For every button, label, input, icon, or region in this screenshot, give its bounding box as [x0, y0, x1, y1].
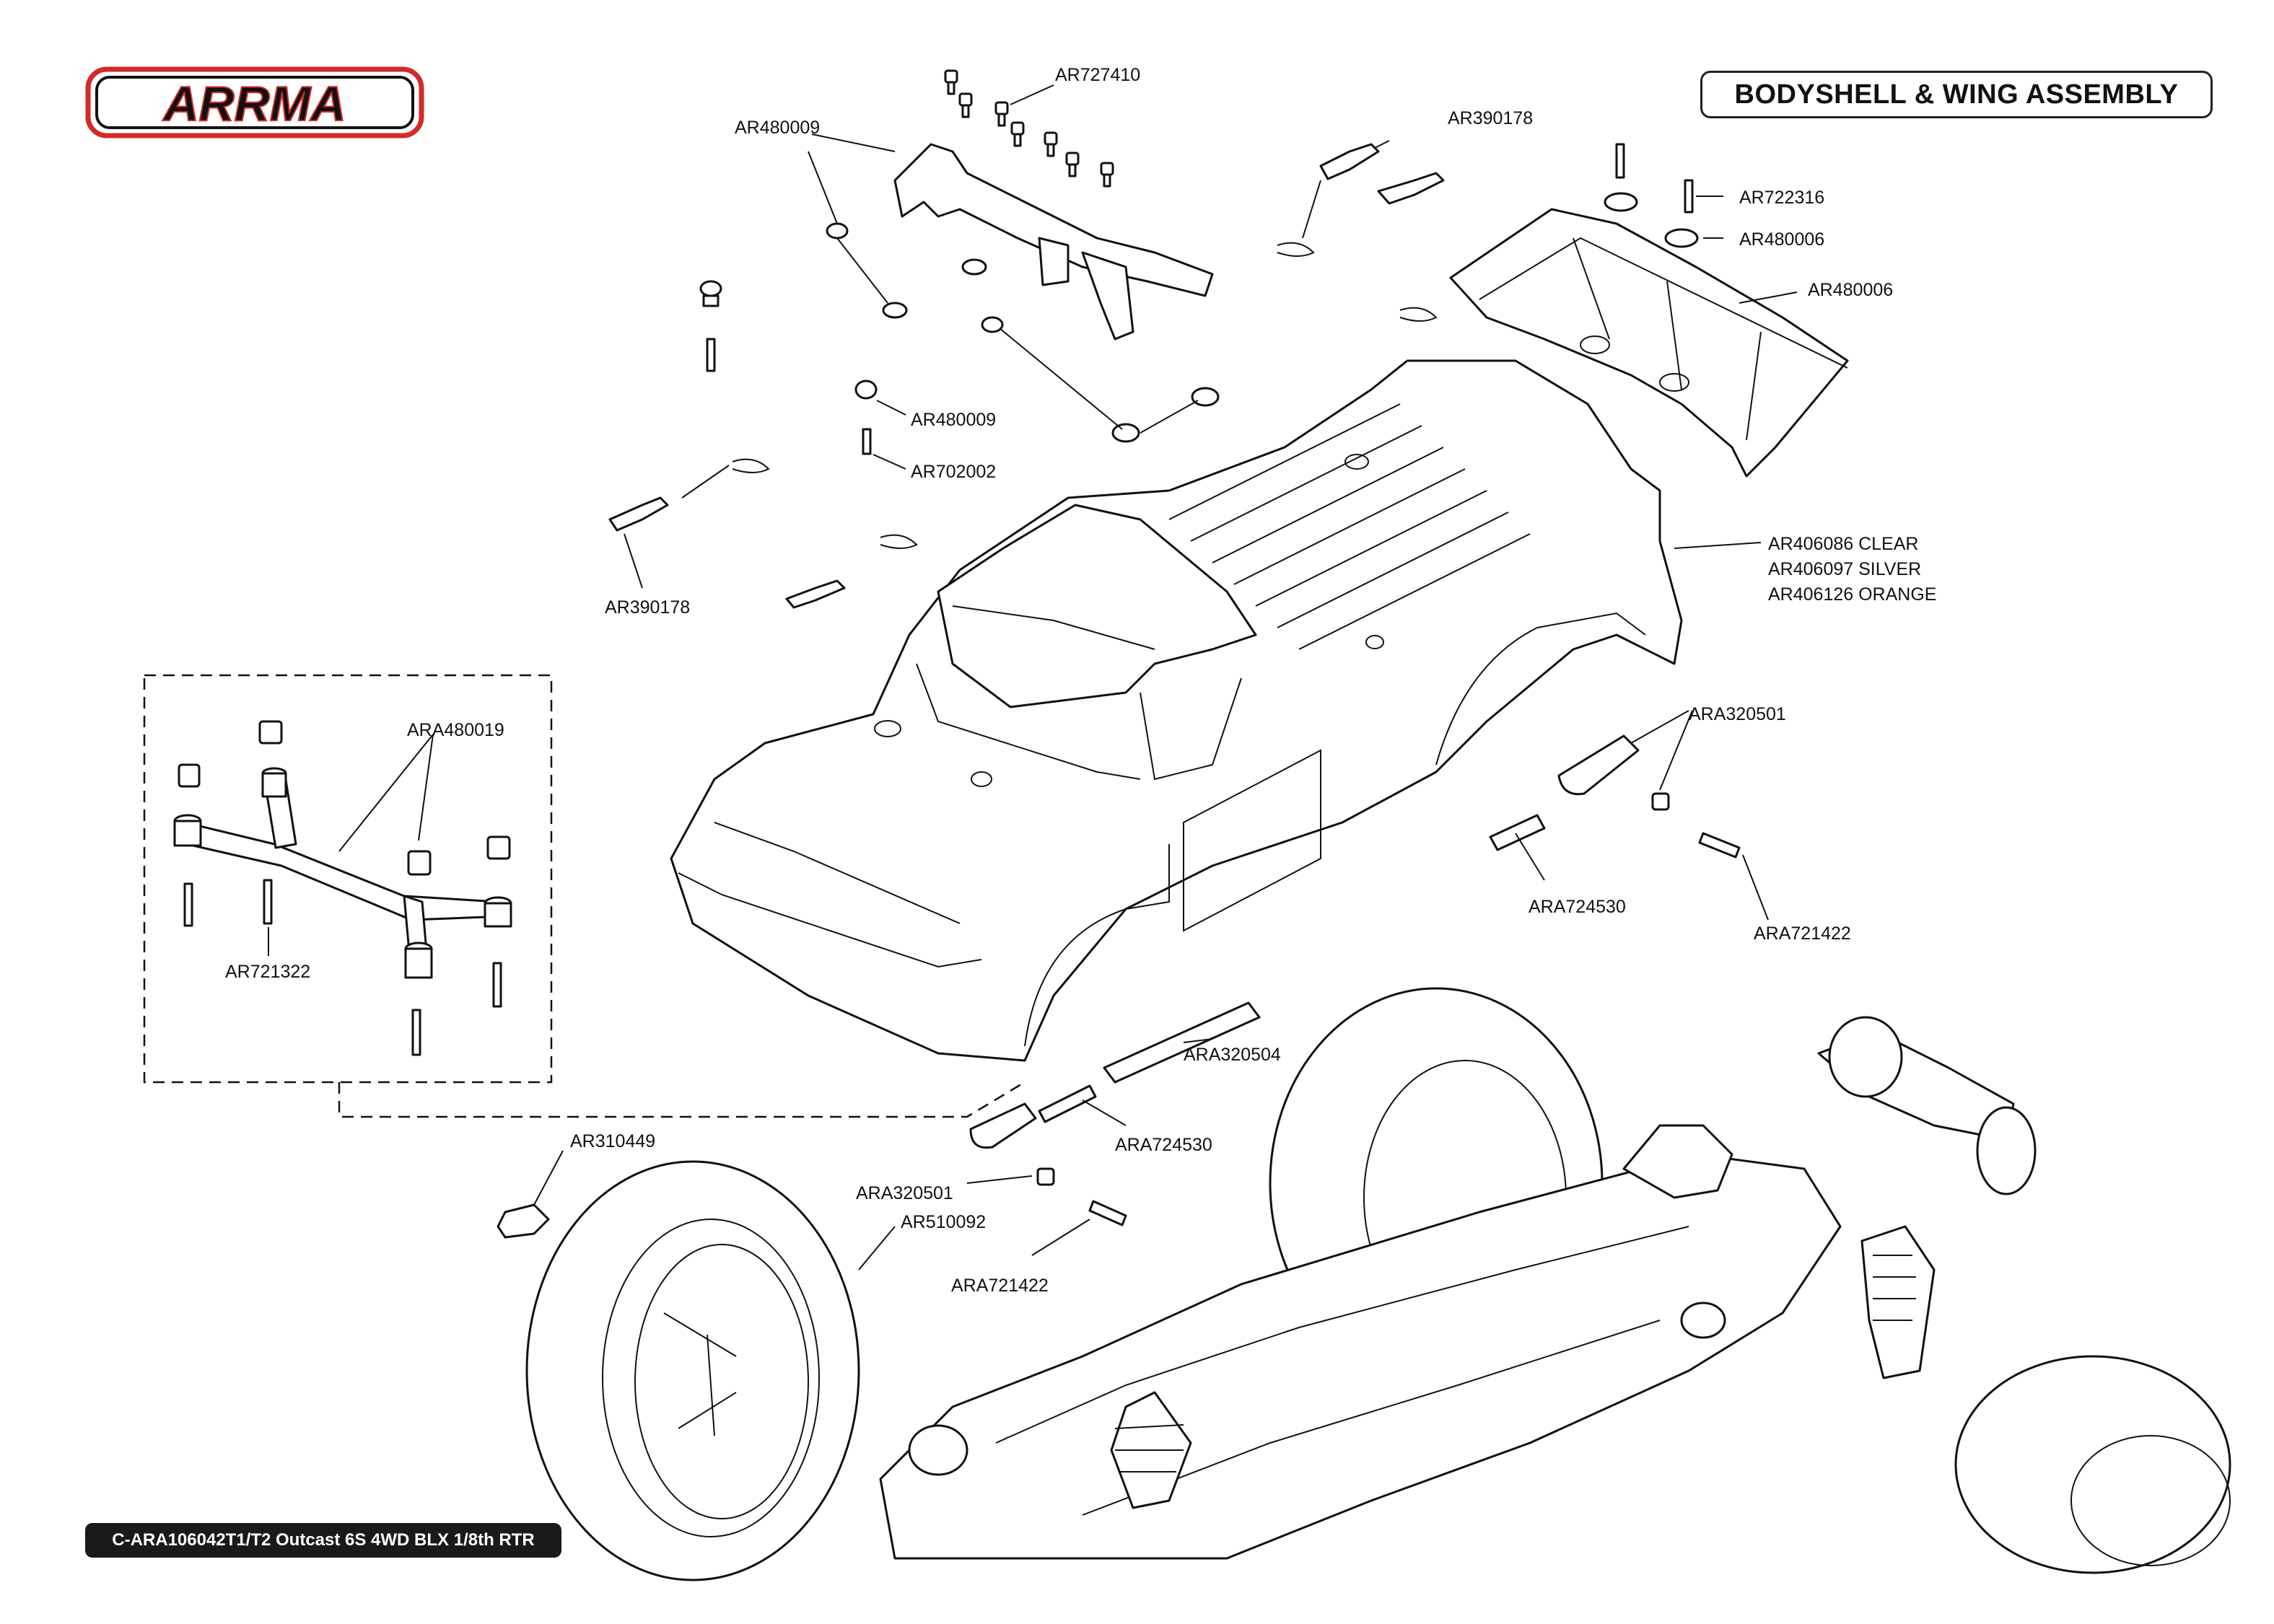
body-mount-inset	[143, 674, 1026, 1118]
label-ara320504: ARA320504	[1184, 1045, 1281, 1065]
label-ar310449: AR310449	[570, 1131, 655, 1151]
label-ar390178-top: AR390178	[1448, 108, 1533, 128]
page-title: BODYSHELL & WING ASSEMBLY	[1700, 71, 2213, 118]
label-ara320501-right: ARA320501	[1689, 704, 1786, 724]
label-ar480009-top: AR480009	[735, 118, 820, 138]
wheel-front-left	[497, 1150, 896, 1581]
chassis	[879, 987, 2231, 1574]
body-mount-rods	[966, 710, 1769, 1256]
label-ar480009-mid: AR480009	[911, 410, 996, 430]
rear-rack	[808, 69, 1220, 443]
label-body-orange: AR406126 ORANGE	[1768, 584, 1936, 605]
screw-set	[944, 69, 1114, 188]
label-ar390178-left: AR390178	[605, 597, 690, 618]
label-ar721322: AR721322	[225, 962, 310, 982]
body-shell	[670, 359, 1683, 1062]
label-ara724530-right: ARA724530	[1529, 897, 1626, 917]
label-ar510092: AR510092	[901, 1212, 986, 1232]
body-post	[699, 280, 906, 470]
label-ara721422-left: ARA721422	[951, 1276, 1049, 1296]
arrma-logo: ARRMA	[85, 66, 424, 139]
part-labels: AR727410 AR480009 AR390178 AR722316 AR48…	[225, 65, 1936, 1296]
label-ar480006-b: AR480006	[1808, 280, 1893, 300]
rear-wing	[1449, 143, 1849, 478]
label-ar727410: AR727410	[1055, 65, 1140, 85]
label-ara320501-left: ARA320501	[856, 1183, 953, 1203]
label-ara724530-left: ARA724530	[1115, 1135, 1212, 1155]
label-ara721422-right: ARA721422	[1754, 923, 1851, 944]
label-ar702002: AR702002	[911, 462, 996, 482]
label-body-silver: AR406097 SILVER	[1768, 559, 1921, 579]
label-body-clear: AR406086 CLEAR	[1768, 534, 1918, 554]
logo-wordmark: ARRMA	[162, 76, 346, 131]
label-ara480019: ARA480019	[407, 720, 504, 740]
model-footer: C-ARA106042T1/T2 Outcast 6S 4WD BLX 1/8t…	[85, 1523, 561, 1558]
body-clips	[608, 140, 1445, 609]
label-ar480006-a: AR480006	[1739, 229, 1824, 250]
label-ar722316: AR722316	[1739, 188, 1824, 208]
